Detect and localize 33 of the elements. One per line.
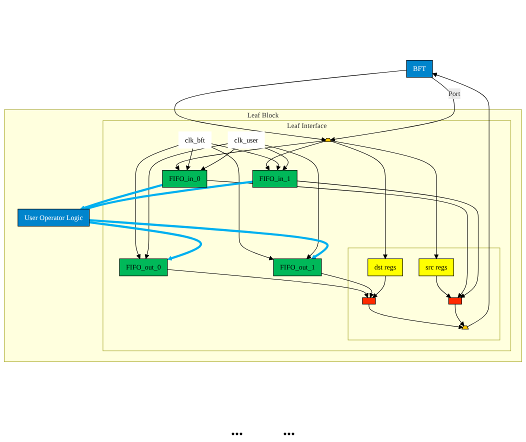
arrow — [84, 180, 253, 210]
arrow — [296, 180, 478, 298]
arrow — [135, 145, 179, 259]
arrow — [330, 140, 439, 259]
arrow — [186, 148, 194, 170]
cluster — [348, 248, 500, 340]
arrow — [211, 143, 281, 170]
node-trapezoid — [324, 138, 332, 142]
ellipsis-label: ... — [283, 422, 295, 441]
arrow — [174, 140, 326, 170]
arrow — [174, 70, 407, 142]
arrow — [265, 140, 326, 170]
arrow — [368, 304, 464, 330]
arrow — [264, 147, 288, 170]
arrow — [330, 77, 455, 142]
node-box — [448, 297, 462, 304]
ellipsis-label: ... — [231, 422, 243, 441]
arrow — [372, 276, 386, 298]
arrow — [80, 184, 163, 210]
arrow — [89, 219, 329, 259]
node-trapezoid — [461, 326, 469, 330]
arrow — [436, 276, 451, 298]
arrow — [454, 304, 464, 326]
node-box — [362, 297, 376, 304]
arrow — [167, 269, 368, 298]
arrow — [144, 143, 228, 259]
arrow — [264, 144, 319, 259]
arrow — [330, 140, 388, 259]
arrow — [321, 273, 374, 298]
arrow — [211, 146, 274, 260]
arrow — [200, 148, 236, 170]
arrow — [89, 221, 202, 260]
arrow — [432, 72, 490, 328]
